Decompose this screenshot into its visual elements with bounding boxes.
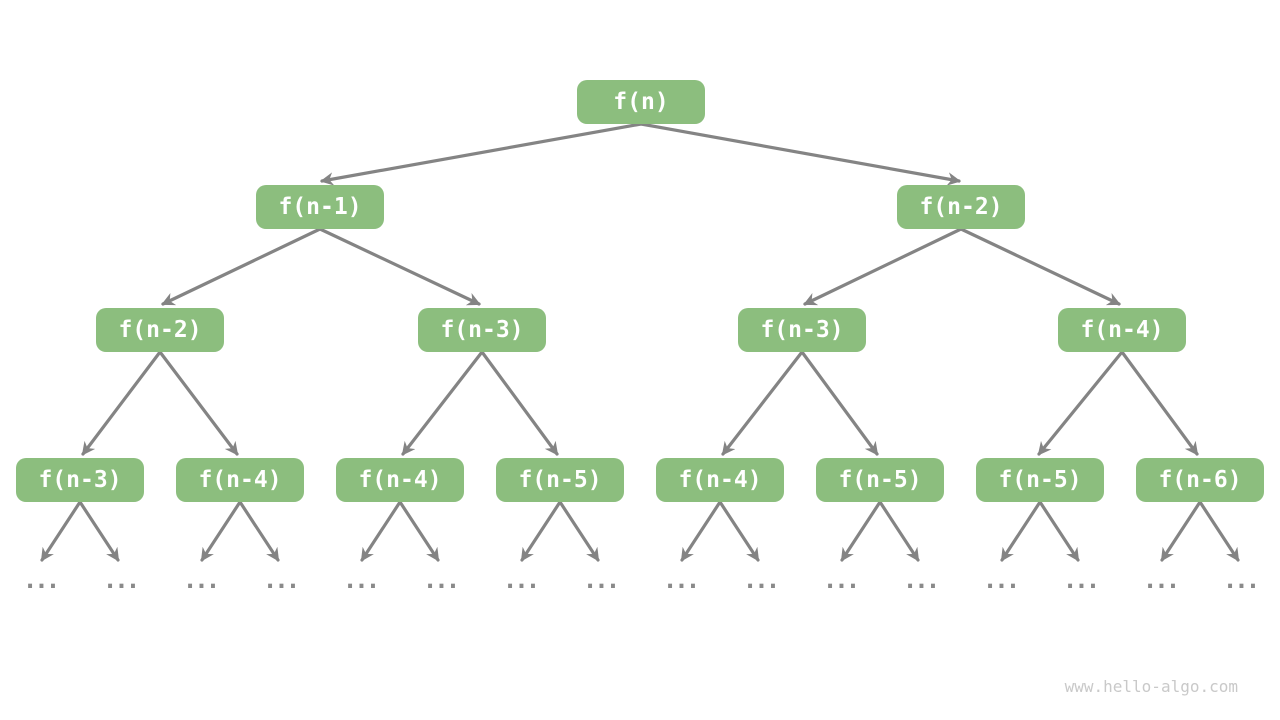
leaf-ellipsis: ...: [662, 566, 700, 594]
edge-l3d-to-l4h: [1120, 350, 1199, 456]
leaf-ellipsis: ...: [1142, 566, 1180, 594]
edge-l3c-to-l4f: [800, 350, 879, 456]
leaf-ellipsis: ...: [1222, 566, 1260, 594]
leaf-ellipsis: ...: [582, 566, 620, 594]
edge-fn1-to-fn3: [318, 227, 481, 306]
leaf-ellipsis: ...: [902, 566, 940, 594]
edge-to-leaf: [718, 500, 760, 562]
tree-node-l4-fn5a: f(n-5): [496, 458, 624, 502]
leaf-ellipsis: ...: [342, 566, 380, 594]
tree-node-l4-fn5b: f(n-5): [816, 458, 944, 502]
leaf-ellipsis: ...: [102, 566, 140, 594]
tree-node-l3-fn3b: f(n-3): [738, 308, 866, 352]
tree-node-l4-fn4b: f(n-4): [336, 458, 464, 502]
tree-node-l4-fn6: f(n-6): [1136, 458, 1264, 502]
tree-node-fn: f(n): [577, 80, 705, 124]
tree-node-fn1: f(n-1): [256, 185, 384, 229]
edge-l3d-to-l4g: [1037, 350, 1124, 456]
edge-l3b-to-l4c: [401, 350, 484, 456]
leaf-ellipsis: ...: [502, 566, 540, 594]
tree-node-l4-fn5c: f(n-5): [976, 458, 1104, 502]
watermark: www.hello-algo.com: [1064, 677, 1238, 696]
edge-fn2-to-fn4: [959, 227, 1121, 306]
edge-to-leaf: [558, 500, 600, 562]
leaf-ellipsis: ...: [262, 566, 300, 594]
edge-fn-to-fn1: [320, 122, 643, 186]
leaf-ellipsis: ...: [982, 566, 1020, 594]
leaf-ellipsis: ...: [422, 566, 460, 594]
edge-to-leaf: [1160, 500, 1202, 562]
edge-to-leaf: [40, 500, 82, 562]
leaf-ellipsis: ...: [22, 566, 60, 594]
edge-to-leaf: [840, 500, 882, 562]
edge-to-leaf: [680, 500, 722, 562]
tree-node-l4-fn3: f(n-3): [16, 458, 144, 502]
tree-node-l4-fn4c: f(n-4): [656, 458, 784, 502]
edge-fn-to-fn2: [639, 122, 961, 186]
edge-fn2-to-fn3: [803, 227, 963, 306]
edge-to-leaf: [1000, 500, 1042, 562]
tree-node-l3-fn2: f(n-2): [96, 308, 224, 352]
leaf-ellipsis: ...: [822, 566, 860, 594]
edge-to-leaf: [1198, 500, 1240, 562]
edge-to-leaf: [878, 500, 920, 562]
tree-node-l3-fn3a: f(n-3): [418, 308, 546, 352]
leaf-ellipsis: ...: [182, 566, 220, 594]
edge-fn1-to-fn2: [161, 227, 322, 306]
edge-to-leaf: [520, 500, 562, 562]
edge-l3a-to-l4b: [158, 350, 239, 456]
edge-l3a-to-l4a: [81, 350, 162, 456]
tree-node-fn2: f(n-2): [897, 185, 1025, 229]
edge-to-leaf: [398, 500, 440, 562]
edge-l3b-to-l4d: [480, 350, 559, 456]
leaf-ellipsis: ...: [1062, 566, 1100, 594]
edge-to-leaf: [78, 500, 120, 562]
edge-to-leaf: [238, 500, 280, 562]
edge-l3c-to-l4e: [721, 350, 804, 456]
edge-to-leaf: [360, 500, 402, 562]
edge-to-leaf: [200, 500, 242, 562]
tree-node-l3-fn4: f(n-4): [1058, 308, 1186, 352]
leaf-ellipsis: ...: [742, 566, 780, 594]
tree-node-l4-fn4a: f(n-4): [176, 458, 304, 502]
edge-to-leaf: [1038, 500, 1080, 562]
